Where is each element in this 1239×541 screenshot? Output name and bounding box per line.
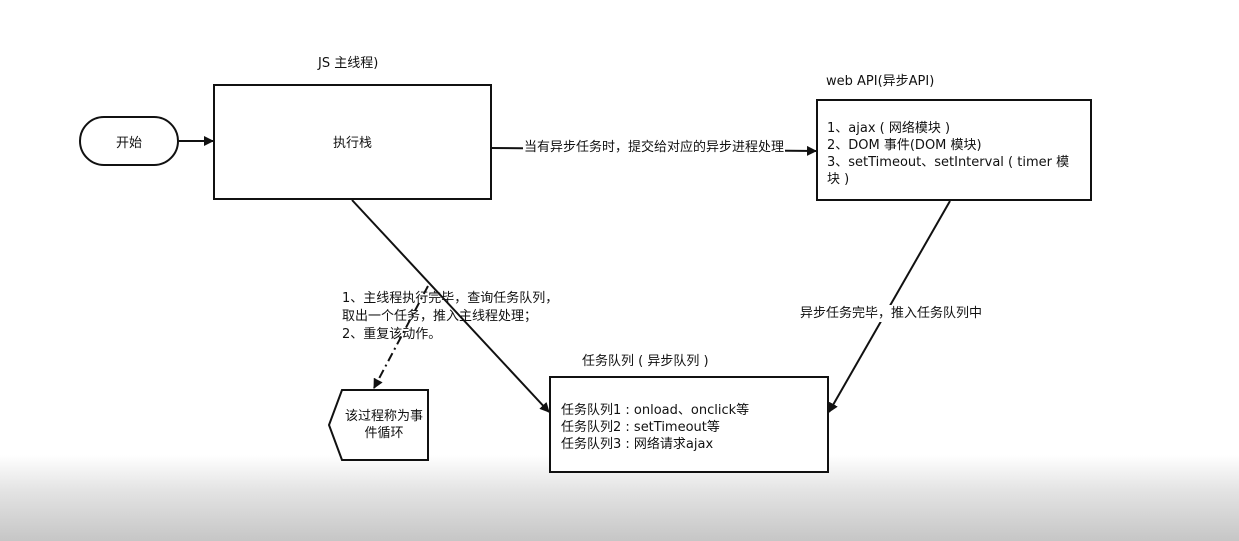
loop-note-line: 2、重复该动作。 bbox=[342, 327, 442, 342]
edge-label-webapi-to-queue: 异步任务完毕，推入任务队列中 bbox=[799, 305, 984, 322]
edge-label-stack-to-webapi: 当有异步任务时，提交给对应的异步进程处理 bbox=[523, 139, 786, 156]
execution-stack-label: 执行栈 bbox=[333, 136, 373, 151]
start-label: 开始 bbox=[115, 135, 142, 151]
arrow-stack-to-queue bbox=[351, 199, 550, 413]
start-node: 开始 bbox=[79, 116, 179, 166]
task-queue-item: 任务队列2 : setTimeout等 bbox=[561, 420, 720, 435]
web-api-item: 块 ) bbox=[827, 172, 850, 187]
web-api-item: 3、setTimeout、setInterval ( timer 模 bbox=[827, 155, 1070, 170]
task-queue-title: 任务队列 ( 异步队列 ) bbox=[582, 354, 709, 369]
event-loop-label: 该过程称为事 件循环 bbox=[338, 408, 430, 442]
loop-note-line: 1、主线程执行完毕，查询任务队列， bbox=[342, 291, 559, 306]
execution-stack-box: 执行栈 bbox=[213, 84, 492, 200]
web-api-box: 1、ajax ( 网络模块 ) 2、DOM 事件(DOM 模块) 3、setTi… bbox=[816, 99, 1092, 201]
arrow-to-event-loop bbox=[373, 285, 429, 389]
event-loop-line: 件循环 bbox=[364, 426, 404, 441]
task-queue-item-list: 任务队列1 : onload、onclick等 任务队列2 : setTimeo… bbox=[561, 402, 749, 453]
task-queue-item: 任务队列3 : 网络请求ajax bbox=[561, 437, 714, 452]
event-loop-line: 该过程称为事 bbox=[344, 409, 423, 424]
web-api-item: 1、ajax ( 网络模块 ) bbox=[827, 121, 951, 136]
task-queue-box: 任务队列1 : onload、onclick等 任务队列2 : setTimeo… bbox=[549, 376, 829, 473]
loop-note: 1、主线程执行完毕，查询任务队列， 取出一个任务，推入主线程处理； 2、重复该动… bbox=[342, 290, 558, 344]
web-api-title: web API(异步API) bbox=[826, 74, 935, 89]
web-api-item: 2、DOM 事件(DOM 模块) bbox=[827, 138, 982, 153]
event-loop-shape bbox=[327, 389, 429, 461]
task-queue-item: 任务队列1 : onload、onclick等 bbox=[561, 403, 750, 418]
loop-note-line: 取出一个任务，推入主线程处理； bbox=[342, 309, 538, 324]
web-api-item-list: 1、ajax ( 网络模块 ) 2、DOM 事件(DOM 模块) 3、setTi… bbox=[827, 120, 1069, 188]
main-thread-title: JS 主线程) bbox=[318, 56, 379, 71]
